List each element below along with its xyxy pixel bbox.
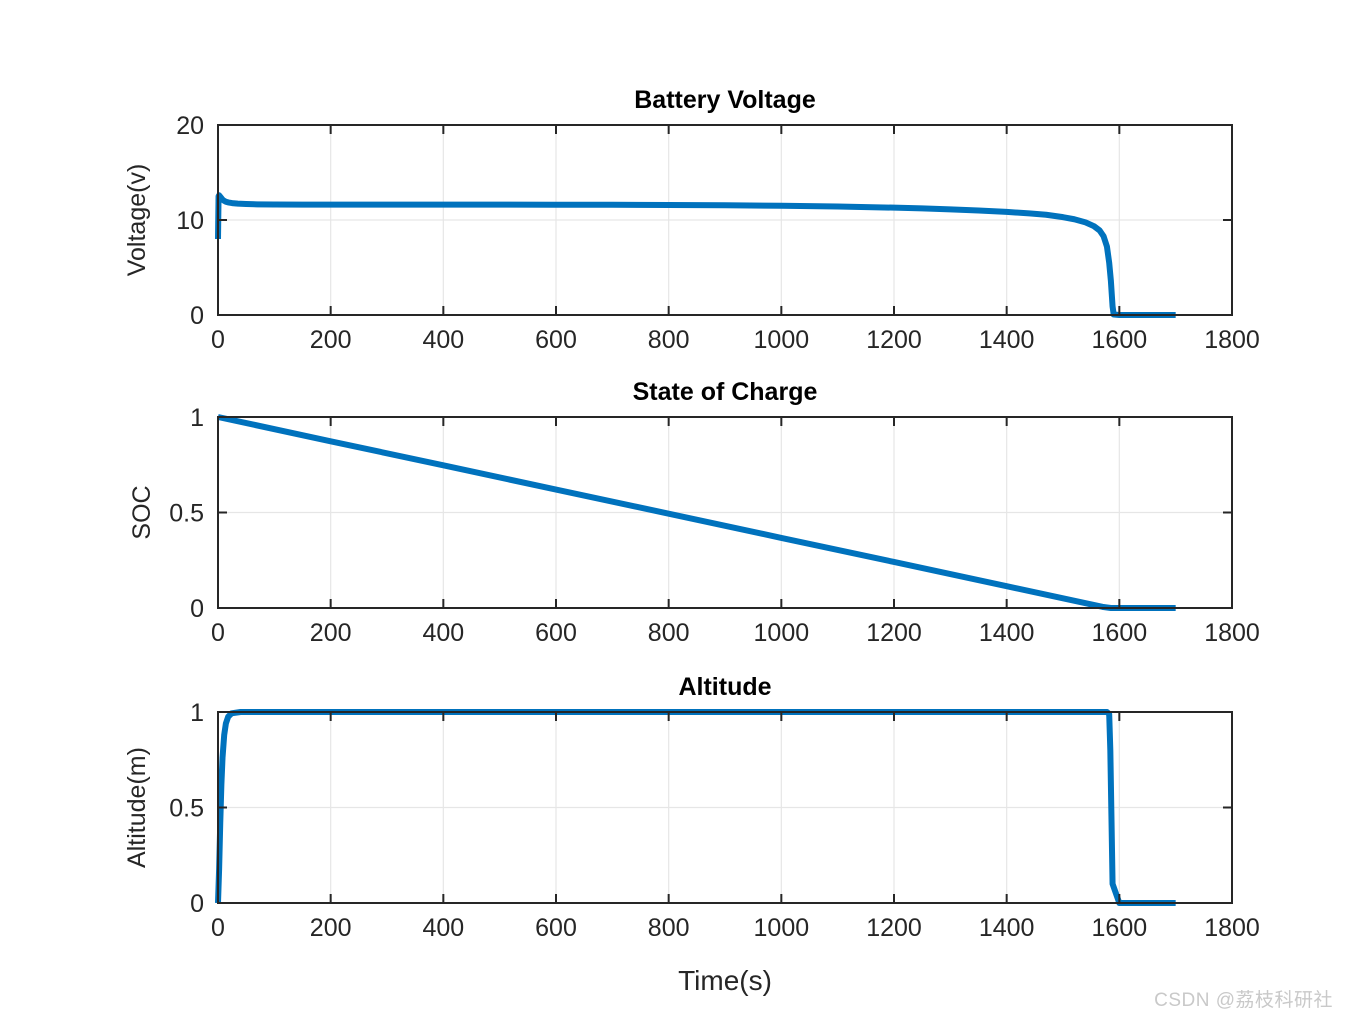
y-tick-label: 0 (190, 595, 204, 623)
x-tick-label: 1600 (1092, 914, 1148, 942)
x-tick-label: 1600 (1092, 619, 1148, 647)
x-tick-label: 600 (535, 914, 577, 942)
x-axis-title: Time(s) (678, 965, 772, 996)
x-tick-label: 1800 (1204, 326, 1260, 354)
x-tick-label: 1400 (979, 326, 1035, 354)
x-tick-label: 600 (535, 326, 577, 354)
x-tick-label: 1400 (979, 914, 1035, 942)
x-tick-label: 1200 (866, 619, 922, 647)
subplot-title: Altitude (678, 673, 771, 701)
x-tick-label: 1200 (866, 914, 922, 942)
x-tick-label: 1800 (1204, 619, 1260, 647)
x-tick-label: 0 (211, 914, 225, 942)
csdn-watermark: CSDN @荔枝科研社 (1154, 990, 1333, 1011)
y-axis-label: Voltage(v) (123, 164, 151, 277)
x-tick-label: 1000 (754, 326, 810, 354)
y-tick-label: 0.5 (169, 500, 204, 528)
x-tick-label: 0 (211, 326, 225, 354)
x-tick-label: 1000 (754, 914, 810, 942)
y-tick-label: 0 (190, 302, 204, 330)
x-tick-label: 1400 (979, 619, 1035, 647)
x-tick-label: 600 (535, 619, 577, 647)
x-tick-label: 800 (648, 619, 690, 647)
y-axis-label: SOC (128, 485, 156, 539)
y-axis-label: Altitude(m) (123, 747, 151, 868)
y-tick-label: 0 (190, 890, 204, 918)
x-tick-label: 1600 (1092, 326, 1148, 354)
y-tick-label: 1 (190, 699, 204, 727)
y-tick-label: 1 (190, 404, 204, 432)
x-tick-label: 1000 (754, 619, 810, 647)
x-tick-label: 400 (422, 326, 464, 354)
subplot-battery-voltage: 0 200 400 600 800 1000 1200 1400 1600 1800 0 10 20 Ba… (123, 86, 1260, 354)
x-tick-label: 200 (310, 619, 352, 647)
x-tick-label: 1800 (1204, 914, 1260, 942)
x-tick-label: 800 (648, 326, 690, 354)
subplot-title: Battery Voltage (634, 86, 816, 114)
x-tick-label: 800 (648, 914, 690, 942)
x-tick-label: 400 (422, 914, 464, 942)
x-tick-label: 1200 (866, 326, 922, 354)
y-tick-label: 0.5 (169, 795, 204, 823)
subplot-title: State of Charge (633, 378, 818, 406)
subplot-state-of-charge: 0 200 400 600 800 1000 1200 1400 1600 1800 0 0.5 1 St… (128, 378, 1260, 647)
y-tick-label: 10 (176, 207, 204, 235)
x-tick-label: 200 (310, 326, 352, 354)
y-tick-label: 20 (176, 112, 204, 140)
x-tick-label: 0 (211, 619, 225, 647)
data-series-battery-voltage (215, 192, 1176, 318)
x-tick-label: 400 (422, 619, 464, 647)
x-tick-label: 200 (310, 914, 352, 942)
